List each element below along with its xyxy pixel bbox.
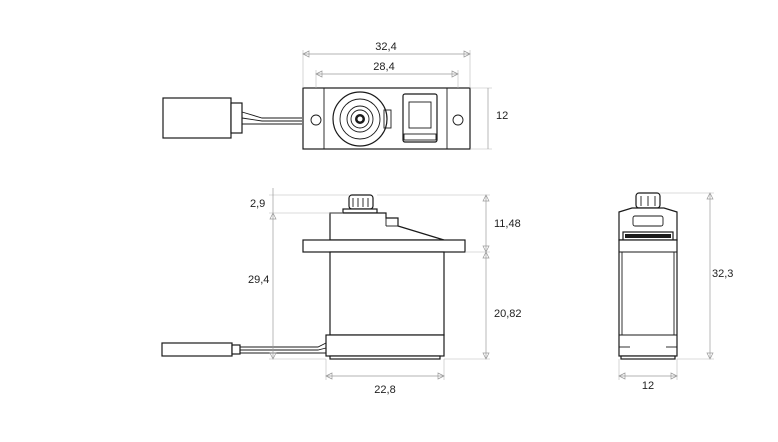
front-upper-housing	[329, 212, 445, 241]
dim-overall-width: 32,4	[375, 41, 396, 53]
dim-spline-height: 2,9	[250, 198, 265, 210]
front-mounting-flange	[302, 239, 466, 253]
top-gear-cover	[402, 93, 438, 143]
dim-upper-height: 11,48	[494, 218, 521, 230]
front-bottom-cover	[325, 334, 445, 357]
front-cable-wires	[240, 342, 327, 354]
front-view: 2,9 29,4 11,48 20,82 22,8	[161, 188, 522, 396]
dim-body-height: 29,4	[248, 274, 269, 286]
right-mount-hole	[452, 114, 464, 126]
dim-depth: 12	[496, 110, 508, 122]
left-mount-hole	[310, 114, 322, 126]
top-connector-plug	[162, 97, 232, 139]
top-view: 32,4 28,4 12	[162, 41, 508, 150]
side-body	[618, 239, 678, 357]
top-cable-wires	[241, 111, 302, 125]
dim-body-width: 22,8	[374, 384, 395, 396]
front-connector-plug	[161, 342, 233, 357]
top-connector-collar	[230, 102, 243, 134]
dim-side-width: 12	[642, 380, 654, 392]
dim-overall-height: 32,3	[712, 268, 733, 280]
side-view: 32,3 12	[618, 192, 733, 392]
dim-mount-hole-spacing: 28,4	[373, 61, 394, 73]
front-main-body	[329, 251, 445, 336]
dim-lower-height: 20,82	[494, 308, 522, 320]
